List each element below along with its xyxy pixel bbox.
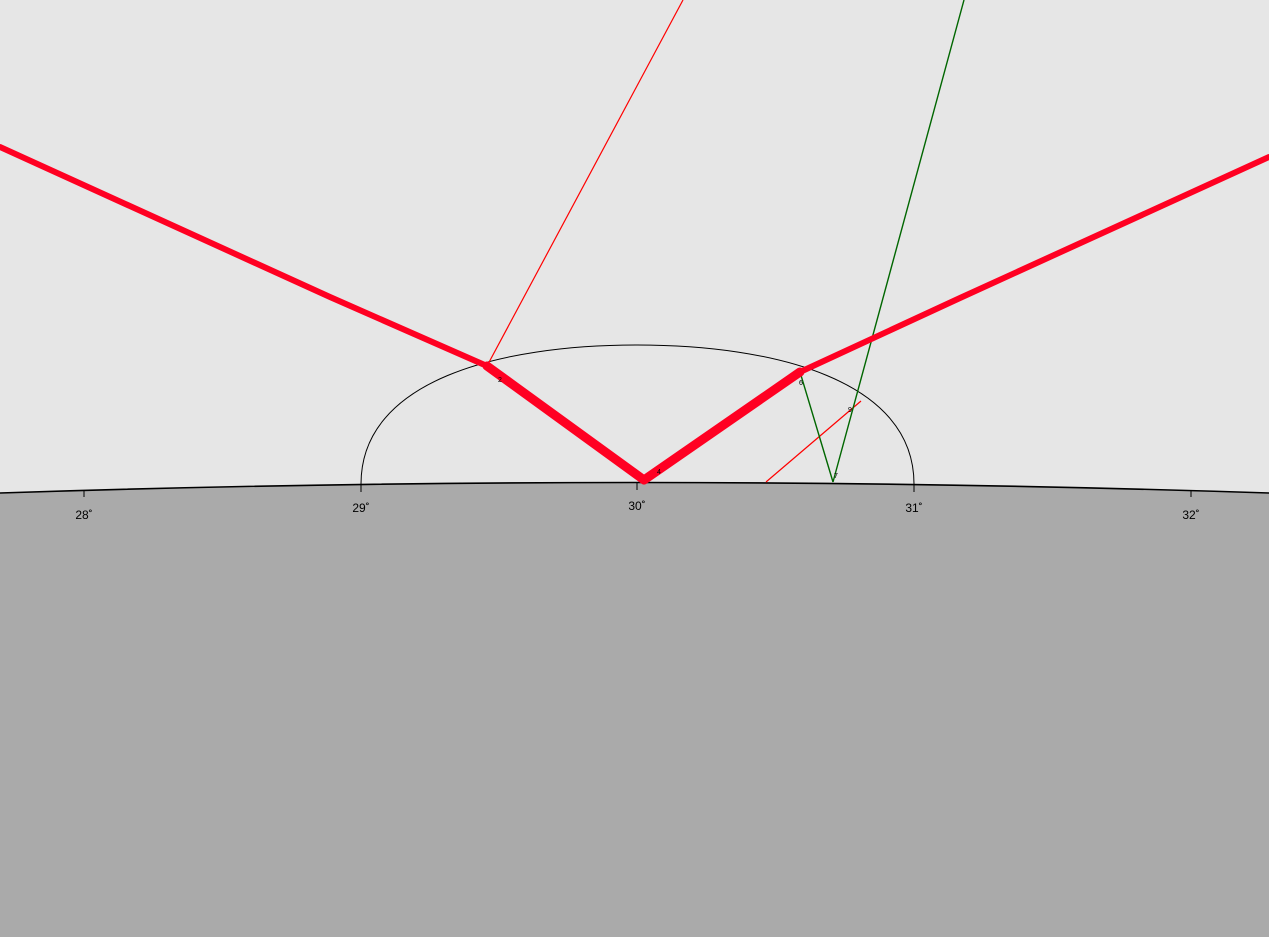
tick-label-29: 29˚ [352, 501, 369, 515]
point-label-7: 7 [834, 473, 838, 480]
point-label-2: 2 [498, 377, 502, 384]
green-ray-down [799, 371, 834, 483]
point-label-9: 9 [848, 407, 852, 414]
tick-label-28: 28˚ [75, 508, 92, 522]
point-labels: 2 4 6 7 9 [498, 377, 852, 480]
axis-ticks [83, 483, 1192, 497]
tick-label-32: 32˚ [1182, 508, 1199, 522]
surface-line [0, 481, 1269, 494]
green-ray-up [832, 0, 965, 483]
point-label-4: 4 [657, 469, 661, 476]
tick-label-30: 30˚ [628, 499, 645, 513]
point-label-6: 6 [799, 380, 803, 387]
red-ray-upper [486, 0, 684, 367]
earth-region [0, 482, 1269, 937]
axis-tick-labels: 28˚ 29˚ 30˚ 31˚ 32˚ [75, 499, 1199, 522]
tick-label-31: 31˚ [905, 501, 922, 515]
ellipse-arc [360, 344, 915, 485]
primary-ray-inner-path [482, 361, 805, 485]
red-ray-lower [765, 400, 862, 483]
